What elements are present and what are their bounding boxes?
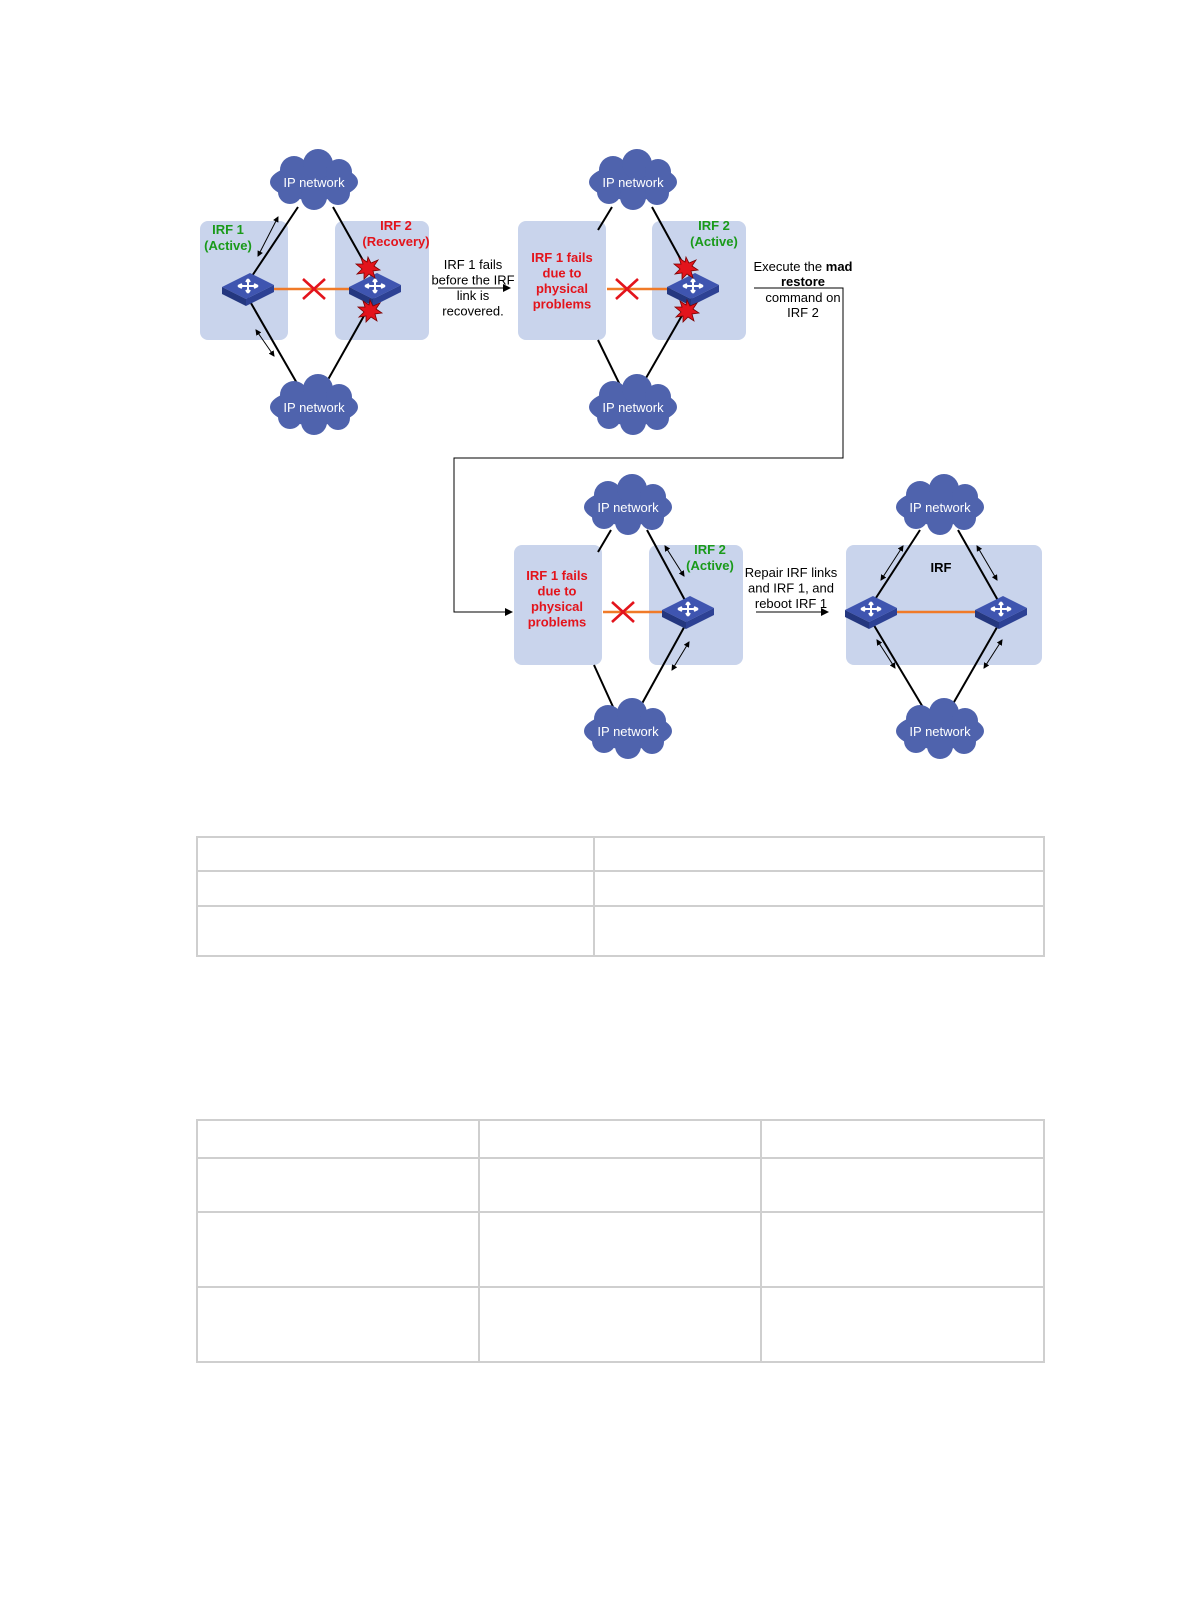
table-cell — [196, 1119, 480, 1159]
table-cell — [593, 870, 1045, 907]
irf2-label: IRF 2 — [698, 218, 730, 233]
irf1-fail-text: problems — [533, 297, 592, 312]
table-cell — [196, 1211, 480, 1288]
table-row — [196, 1211, 1045, 1288]
traffic-arrow — [876, 639, 896, 669]
irf1-fail-text: physical — [536, 281, 588, 296]
traffic-arrow — [880, 545, 904, 581]
step-3-text: Repair IRF links — [745, 565, 838, 580]
step-3-text: and IRF 1, and — [748, 581, 834, 596]
ip-network-label: IP network — [909, 500, 971, 515]
irf2-state: (Active) — [690, 234, 738, 249]
step-2-connector-arrow — [453, 287, 844, 616]
table-row — [196, 870, 1045, 907]
table-cell — [478, 1286, 762, 1363]
table-cell — [196, 905, 595, 957]
traffic-arrow — [983, 639, 1003, 669]
traffic-arrow — [671, 641, 690, 671]
table-cell — [593, 836, 1045, 872]
irf1-fail-text: due to — [538, 584, 577, 599]
step-2-text: restore — [781, 274, 825, 289]
table-row — [196, 1119, 1045, 1159]
irf-label: IRF — [931, 560, 952, 575]
table-cell — [593, 905, 1045, 957]
traffic-arrow — [664, 545, 685, 577]
irf2-label: IRF 2 — [380, 218, 412, 233]
table-cell — [760, 1211, 1045, 1288]
ip-network-label: IP network — [602, 175, 664, 190]
step-1-text: before the IRF — [431, 273, 514, 288]
traffic-arrow — [257, 216, 279, 257]
table-cell — [760, 1286, 1045, 1363]
irf1-fail-text: physical — [531, 599, 583, 614]
table-row — [196, 1286, 1045, 1363]
table-cell — [478, 1119, 762, 1159]
irf1-fail-text: problems — [528, 615, 587, 630]
ip-network-label: IP network — [597, 724, 659, 739]
table-cell — [196, 1157, 480, 1213]
table-row — [196, 836, 1045, 872]
step-3-text: reboot IRF 1 — [755, 596, 827, 611]
table-cell — [196, 870, 595, 907]
table-cell — [196, 1286, 480, 1363]
link-line — [949, 621, 1001, 710]
step-1-text: IRF 1 fails — [444, 257, 503, 272]
traffic-arrow — [255, 329, 275, 357]
step-2-text: command on — [765, 290, 840, 305]
ip-network-label: IP network — [909, 724, 971, 739]
step-1-text: recovered. — [442, 304, 503, 319]
table-cell — [196, 836, 595, 872]
link-line — [638, 621, 688, 710]
link-line — [597, 339, 621, 386]
irf2-state: (Recovery) — [362, 234, 429, 249]
irf1-fail-text: IRF 1 fails — [526, 568, 587, 583]
irf1-fail-text: due to — [543, 266, 582, 281]
table-row — [196, 905, 1045, 957]
irf2-state: (Active) — [686, 558, 734, 573]
ip-network-label: IP network — [597, 500, 659, 515]
step-1-text: link is — [457, 288, 490, 303]
irf1-label: IRF 1 — [212, 222, 244, 237]
table-cell — [478, 1211, 762, 1288]
irf1-failed-panel — [518, 221, 606, 340]
table-row — [196, 1157, 1045, 1213]
link-line — [597, 206, 613, 231]
table-cell — [478, 1157, 762, 1213]
link-line — [593, 664, 615, 710]
irf1-fail-text: IRF 1 fails — [531, 250, 592, 265]
step-2-text: Execute the mad — [753, 259, 852, 274]
link-line — [597, 529, 612, 553]
ip-network-label: IP network — [283, 400, 345, 415]
irf1-failed-panel — [514, 545, 602, 665]
link-line — [871, 621, 925, 710]
table-cell — [760, 1157, 1045, 1213]
ip-network-label: IP network — [602, 400, 664, 415]
irf2-label: IRF 2 — [694, 542, 726, 557]
traffic-arrow — [976, 545, 998, 581]
table-cell — [760, 1119, 1045, 1159]
ip-network-label: IP network — [283, 175, 345, 190]
irf1-state: (Active) — [204, 238, 252, 253]
step-2-text: IRF 2 — [787, 305, 819, 320]
